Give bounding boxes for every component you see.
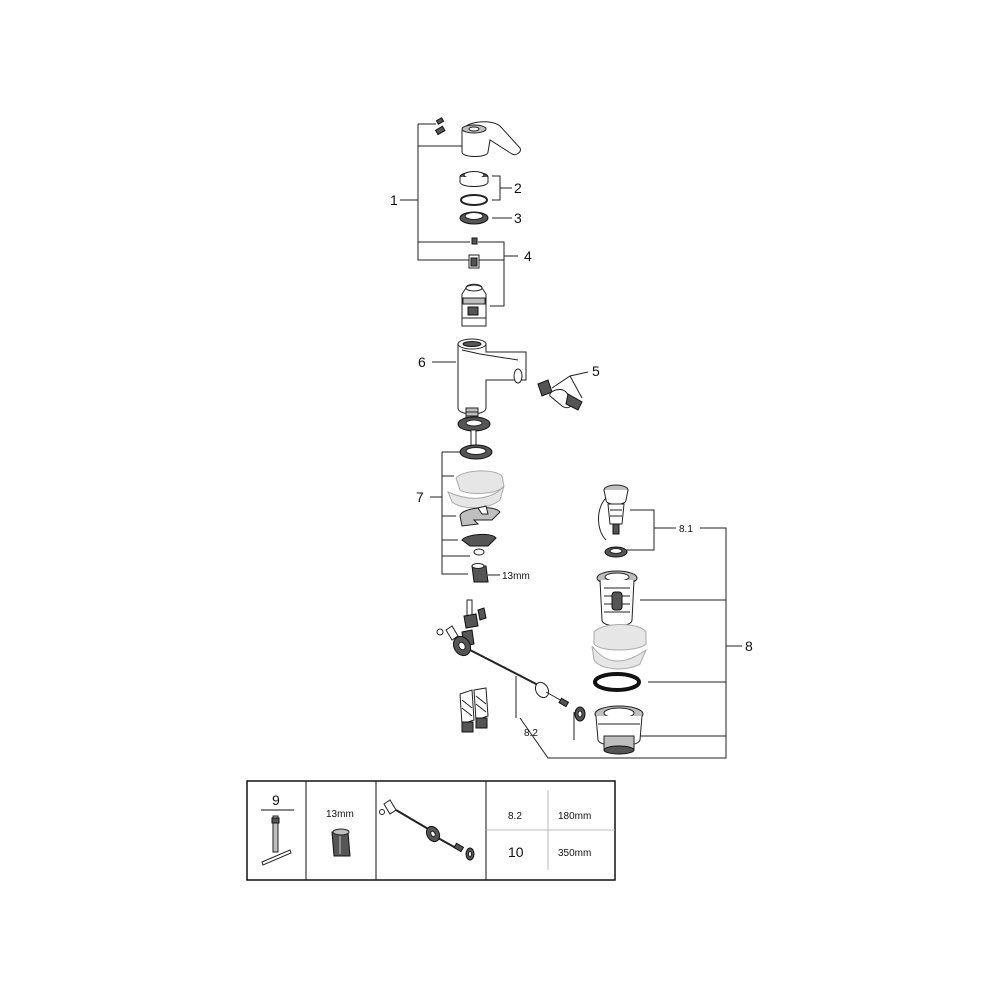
table-cell-tool-label: 9 [272, 792, 280, 808]
part-waste-body [594, 705, 644, 755]
table-row1-code: 8.2 [508, 811, 522, 822]
leader-lines [400, 123, 742, 759]
rod-set-icon [379, 799, 475, 861]
part-pull-rod [436, 599, 586, 722]
callout-5: 5 [592, 363, 600, 379]
table-cell-nut-size: 13mm [326, 809, 354, 820]
callout-3: 3 [514, 210, 522, 226]
part-cover-ring [459, 171, 489, 187]
callout-7-nut-size: 13mm [502, 571, 530, 582]
part-pop-up-plug [598, 484, 629, 558]
part-mounting-set [447, 416, 505, 583]
table-row2-code: 10 [508, 844, 524, 860]
nut-13mm-icon [331, 828, 351, 857]
part-cartridge [461, 237, 487, 327]
callout-8: 8 [745, 638, 753, 654]
part-aerator [537, 379, 583, 411]
parts-table: 9 13mm 8.2 180mm 10 350mm [246, 780, 616, 881]
callout-4: 4 [524, 248, 532, 264]
part-waste-seal-ring [593, 672, 641, 692]
part-retaining-nut [459, 211, 489, 225]
part-o-ring [460, 194, 488, 206]
part-waste-gasket [591, 624, 648, 670]
callout-7: 7 [416, 489, 424, 505]
callout-8-1: 8.1 [679, 524, 693, 535]
callout-2: 2 [514, 180, 522, 196]
table-row2-length: 350mm [558, 848, 591, 859]
part-handle-lever [434, 117, 521, 157]
part-waste-flange [596, 570, 638, 627]
tool-key-icon [261, 815, 292, 866]
callout-6: 6 [418, 354, 426, 370]
part-mixer-body [457, 338, 527, 423]
part-flex-hoses [459, 687, 489, 733]
table-row1-length: 180mm [558, 811, 591, 822]
callout-1: 1 [390, 192, 398, 208]
callout-8-2: 8.2 [524, 728, 538, 739]
